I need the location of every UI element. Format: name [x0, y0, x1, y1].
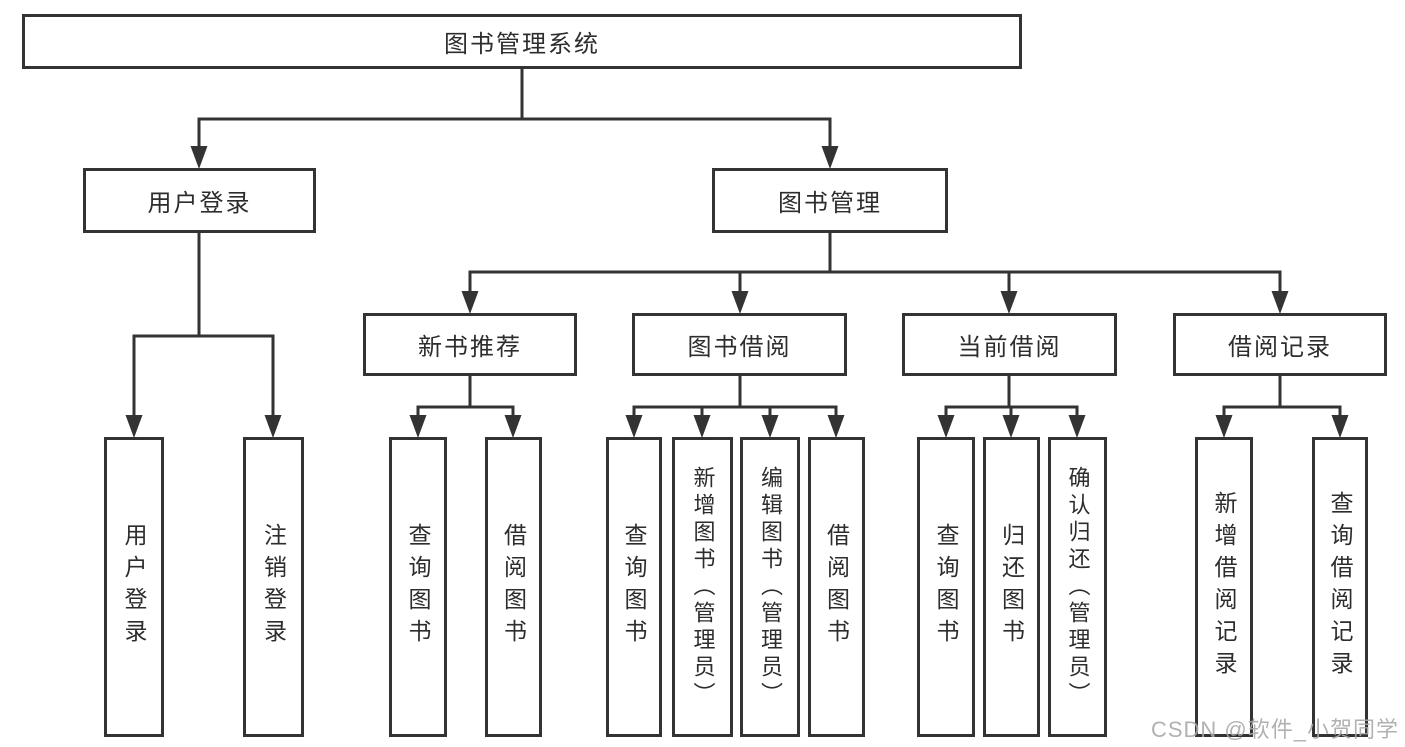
leaf-borrow-books-1: 借阅图书	[485, 437, 542, 737]
node-system-root: 图书管理系统	[22, 14, 1022, 69]
node-system-root-label: 图书管理系统	[444, 31, 600, 58]
leaf-query-books-1-label: 查询图书	[405, 523, 431, 651]
leaf-borrow-books-2-label: 借阅图书	[823, 523, 850, 651]
leaf-confirm-return-admin-label: 确认归还（管理员）	[1065, 465, 1091, 709]
node-borrow-records: 借阅记录	[1173, 313, 1387, 376]
leaf-edit-books-admin: 编辑图书（管理员）	[740, 437, 800, 737]
leaf-borrow-books-1-label: 借阅图书	[500, 523, 527, 651]
node-user-login-label: 用户登录	[147, 190, 252, 217]
leaf-add-borrow-record: 新增借阅记录	[1195, 437, 1253, 737]
leaf-return-books-label: 归还图书	[998, 523, 1025, 651]
leaf-confirm-return-admin: 确认归还（管理员）	[1048, 437, 1107, 737]
leaf-add-books-admin-label: 新增图书（管理员）	[690, 465, 716, 709]
leaf-query-borrow-record-label: 查询借阅记录	[1327, 491, 1353, 683]
leaf-add-borrow-record-label: 新增借阅记录	[1211, 491, 1237, 683]
node-current-borrowing-label: 当前借阅	[957, 334, 1062, 361]
leaf-query-books-3: 查询图书	[917, 437, 975, 737]
leaf-borrow-books-2: 借阅图书	[808, 437, 865, 737]
leaf-add-books-admin: 新增图书（管理员）	[672, 437, 733, 737]
node-book-management-label: 图书管理	[778, 190, 882, 217]
leaf-user-login: 用户登录	[104, 437, 164, 737]
leaf-query-books-3-label: 查询图书	[933, 523, 959, 651]
node-book-borrowing: 图书借阅	[632, 313, 847, 376]
node-current-borrowing: 当前借阅	[902, 313, 1117, 376]
node-new-book-recommend: 新书推荐	[363, 313, 577, 376]
leaf-query-books-1: 查询图书	[389, 437, 447, 737]
leaf-query-books-2-label: 查询图书	[621, 523, 647, 651]
leaf-query-borrow-record: 查询借阅记录	[1312, 437, 1368, 737]
node-book-borrowing-label: 图书借阅	[687, 334, 792, 361]
node-book-management: 图书管理	[712, 168, 948, 233]
node-new-book-recommend-label: 新书推荐	[418, 334, 522, 361]
leaf-user-login-label: 用户登录	[121, 523, 147, 651]
leaf-return-books: 归还图书	[983, 437, 1040, 737]
csdn-watermark: CSDN @软件_小贺同学	[1150, 717, 1399, 742]
leaf-query-books-2: 查询图书	[606, 437, 662, 737]
leaf-logout-label: 注销登录	[260, 523, 287, 651]
node-user-login: 用户登录	[83, 168, 316, 233]
node-borrow-records-label: 借阅记录	[1228, 334, 1332, 361]
leaf-edit-books-admin-label: 编辑图书（管理员）	[758, 465, 783, 709]
leaf-logout: 注销登录	[243, 437, 304, 737]
